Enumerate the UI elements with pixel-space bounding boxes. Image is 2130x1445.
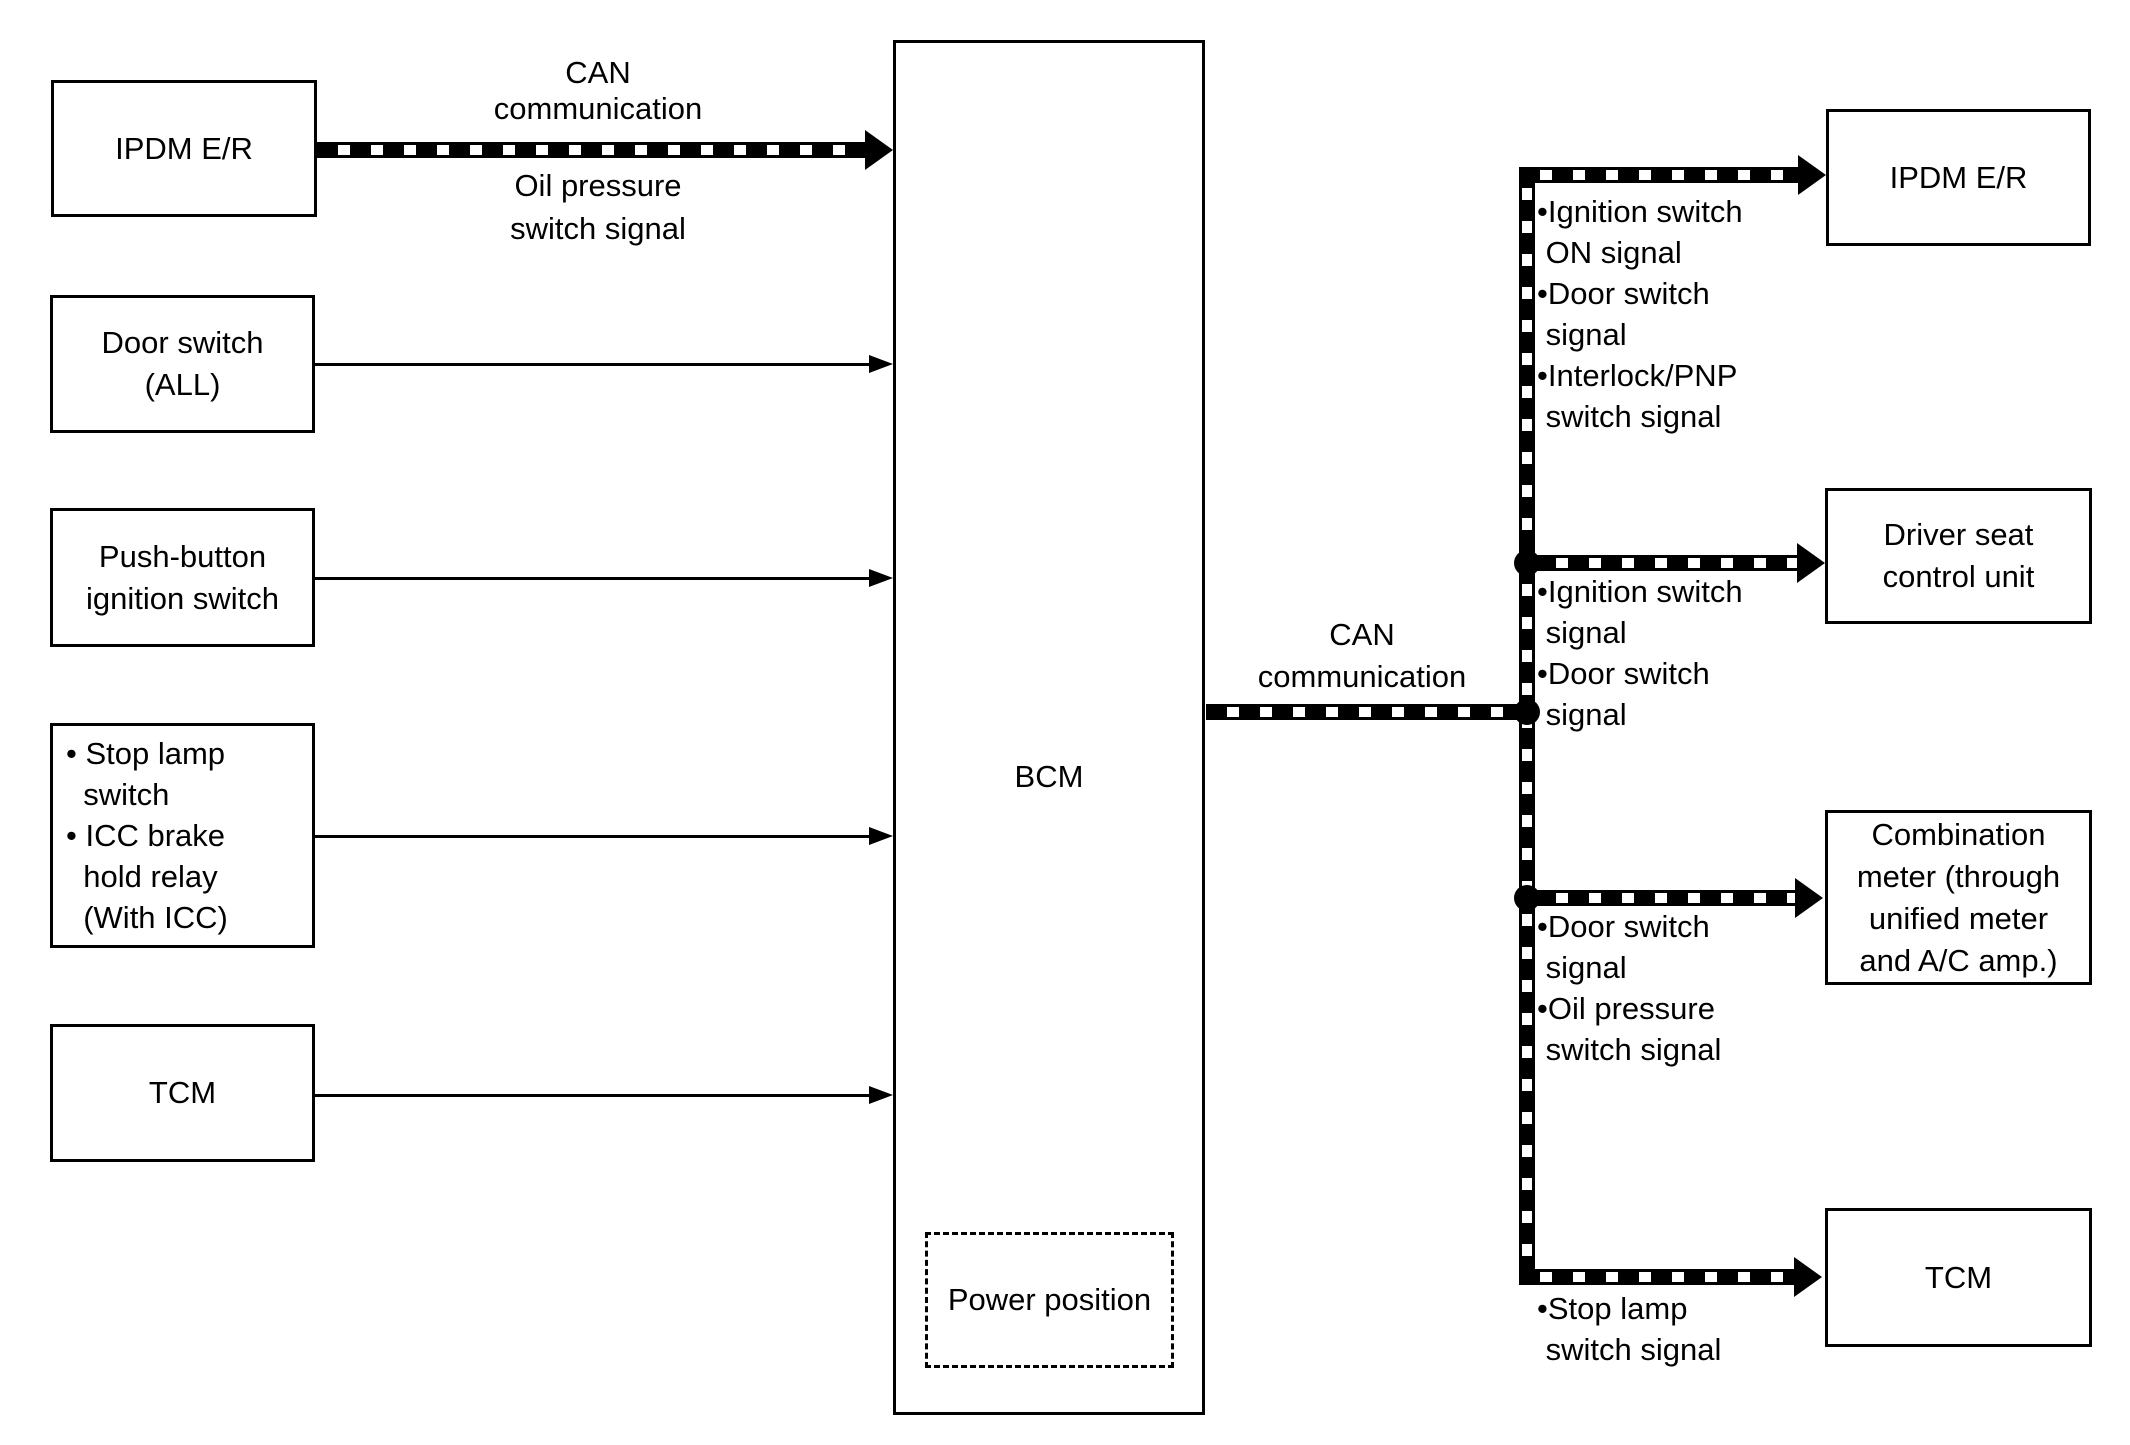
can-communication-label-right: CAN communication <box>1257 617 1467 694</box>
can-branch-ipdm <box>1519 167 1798 183</box>
can-arrow-ipdm-to-bcm-head <box>865 130 893 170</box>
can-branch-driver-seat-head <box>1797 543 1825 583</box>
can-trunk-vertical <box>1519 167 1535 1285</box>
can-branch-combination-meter-head <box>1795 878 1823 918</box>
can-branch-tcm <box>1519 1269 1794 1285</box>
signal-list-ipdm: •Ignition switch ON signal •Door switch … <box>1537 194 1743 434</box>
box-door-switch: Door switch (ALL) <box>50 295 315 433</box>
signal-list-driver-seat: •Ignition switch signal •Door switch sig… <box>1537 574 1743 732</box>
arrow-stop-lamp-to-bcm-head <box>869 827 893 845</box>
box-push-button-ignition-switch: Push-button ignition switch <box>50 508 315 647</box>
power-position-box: Power position <box>925 1232 1174 1368</box>
arrow-tcm-to-bcm <box>315 1094 869 1097</box>
signal-list-combination-meter: •Door switch signal •Oil pressure switch… <box>1537 909 1722 1067</box>
box-stop-lamp-icc: • Stop lamp switch • ICC brake hold rela… <box>50 723 315 948</box>
box-combination-meter: Combination meter (through unified meter… <box>1825 810 2092 985</box>
arrow-stop-lamp-to-bcm <box>315 835 869 838</box>
signal-list-tcm: •Stop lamp switch signal <box>1537 1291 1722 1367</box>
box-tcm-left: TCM <box>50 1024 315 1162</box>
arrow-door-switch-to-bcm-head <box>869 355 893 373</box>
can-arrow-ipdm-to-bcm <box>317 142 865 158</box>
arrow-push-button-to-bcm-head <box>869 569 893 587</box>
box-ipdm-er-left: IPDM E/R <box>51 80 317 217</box>
can-branch-driver-seat <box>1535 555 1797 571</box>
box-bcm: BCM Power position <box>893 40 1205 1415</box>
can-branch-combination-meter <box>1535 890 1795 906</box>
can-trunk-from-bcm <box>1206 704 1519 720</box>
box-ipdm-er-right: IPDM E/R <box>1826 109 2091 246</box>
junction-dot-driver-seat <box>1514 550 1540 576</box>
box-driver-seat-control-unit: Driver seat control unit <box>1825 488 2092 624</box>
oil-pressure-switch-signal-label: Oil pressure switch signal <box>510 168 686 246</box>
can-communication-label-left: CAN communication <box>493 55 703 126</box>
bcm-label: BCM <box>1014 759 1084 794</box>
arrow-door-switch-to-bcm <box>315 363 869 366</box>
can-branch-ipdm-head <box>1798 155 1826 195</box>
arrow-push-button-to-bcm <box>315 577 869 580</box>
can-branch-tcm-head <box>1794 1257 1822 1297</box>
junction-dot-bcm-trunk <box>1514 699 1540 725</box>
junction-dot-combination-meter <box>1514 885 1540 911</box>
box-tcm-right: TCM <box>1825 1208 2092 1347</box>
arrow-tcm-to-bcm-head <box>869 1086 893 1104</box>
